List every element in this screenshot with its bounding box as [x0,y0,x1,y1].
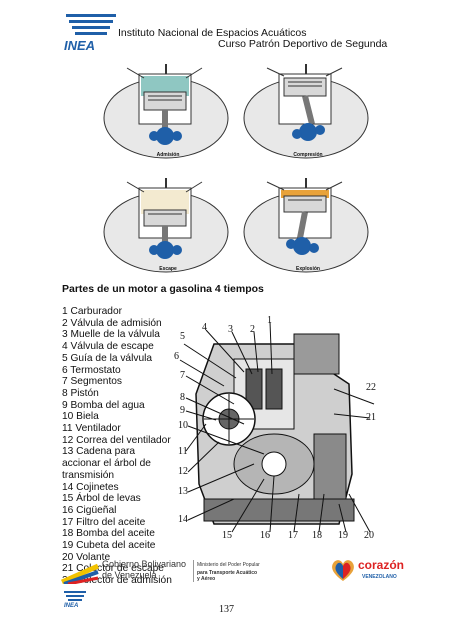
parts-list-item: 21 Colector de escape [62,563,164,575]
corazon-venezolano-logo: corazón VENEZOLANO [330,555,410,587]
inea-small-text: INEA [64,603,79,609]
parts-list-item: 9 Bomba del agua [62,399,145,411]
corazon-text: corazón [358,558,405,572]
engine-label-22: 22 [366,382,376,393]
parts-list: 1 Carburador 2 Válvula de admisión 3 Mue… [62,306,172,587]
inea-logo-small: INEA [62,590,88,612]
parts-list-item: 13 Cadena para accionar el árbol de tran… [62,446,151,481]
engine-label-2: 2 [250,324,255,335]
ministry-line-1: Ministerio del Poder Popular [197,562,260,568]
parts-list-item: 1 Carburador [62,306,123,317]
diagram-escape-caption: Escape [159,266,177,272]
engine-label-8: 8 [180,392,185,403]
inea-logo: INEA [60,10,122,56]
engine-label-6: 6 [174,351,179,362]
engine-label-21: 21 [366,412,376,423]
engine-label-20: 20 [364,530,374,541]
engine-label-15: 15 [222,530,232,541]
engine-label-3: 3 [228,324,233,335]
parts-list-item: 5 Guía de la válvula [62,352,153,364]
diagram-admision-caption: Admisión [156,152,180,158]
parts-list-item: 16 Cigüeñal [62,504,117,516]
parts-list-item: 14 Cojinetes [62,481,119,493]
diagram-explosion-caption: Explosión [296,266,320,272]
engine-label-13: 13 [178,486,188,497]
parts-list-item: 3 Muelle de la válvula [62,329,160,341]
ministry-line-2: para Transporte Acuático y Aéreo [197,570,258,582]
engine-label-4: 4 [202,322,207,333]
venezolano-text: VENEZOLANO [362,574,397,580]
parts-list-item: 15 Árbol de levas [62,493,141,505]
gobierno-bolivariano-logo: Gobierno Bolivariano de Venezuela Minist… [60,558,260,584]
engine-label-14: 14 [178,514,188,525]
engine-label-18: 18 [312,530,322,541]
parts-list-item: 17 Filtro del aceite [62,516,146,528]
diagram-compresion-caption: Compresión [293,152,323,158]
engine-label-19: 19 [338,530,348,541]
parts-list-item: 2 Válvula de admisión [62,317,162,329]
engine-label-12: 12 [178,466,188,477]
parts-list-item: 22 Colector de admisión [62,575,172,587]
parts-list-item: 8 Pistón [62,387,99,399]
engine-label-9: 9 [180,405,185,416]
engine-label-16: 16 [260,530,270,541]
gov-line-2: de Venezuela [102,570,157,580]
parts-list-item: 11 Ventilador [62,423,121,435]
engine-label-7: 7 [180,370,185,381]
diagram-admision: Admisión [92,62,244,162]
diagram-escape: Escape [92,176,244,276]
parts-list-item: 4 Válvula de escape [62,341,154,353]
engine-cutaway-diagram: 1 2 3 4 5 6 7 8 9 10 11 12 13 14 15 16 1… [174,314,384,542]
section-title: Partes de un motor a gasolina 4 tiempos [62,283,264,295]
engine-label-1: 1 [267,315,272,326]
engine-label-10: 10 [178,420,188,431]
parts-list-item: 6 Termostato [62,364,121,376]
gov-line-1: Gobierno Bolivariano [102,559,187,569]
parts-list-item: 18 Bomba del aceite [62,528,155,540]
parts-list-item: 20 Volante [62,551,111,563]
diagram-compresion: Compresión [232,62,384,162]
parts-list-item: 10 Biela [62,411,99,423]
engine-label-11: 11 [178,446,188,457]
header-institution: Instituto Nacional de Espacios Acuáticos [118,27,307,39]
page-number: 137 [219,604,234,615]
parts-list-item: 12 Correa del ventilador [62,434,171,446]
inea-logo-text: INEA [64,38,96,53]
engine-label-17: 17 [288,530,298,541]
diagram-explosion: Explosión [232,176,384,276]
engine-label-5: 5 [180,331,185,342]
header-course: Curso Patrón Deportivo de Segunda [218,38,388,50]
parts-list-item: 7 Segmentos [62,376,123,388]
parts-list-item: 19 Cubeta del aceite [62,540,156,552]
